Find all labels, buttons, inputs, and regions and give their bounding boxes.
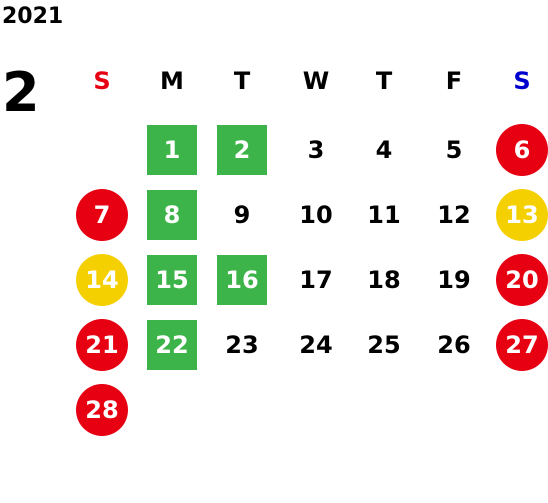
day-cell-18[interactable]: 18 xyxy=(367,266,401,294)
day-cell-25[interactable]: 25 xyxy=(367,331,401,359)
day-cell-12[interactable]: 12 xyxy=(437,201,471,229)
day-cell-17[interactable]: 17 xyxy=(299,266,333,294)
day-cell-1[interactable]: 1 xyxy=(147,125,197,175)
day-cell-7[interactable]: 7 xyxy=(76,189,128,241)
day-cell-2[interactable]: 2 xyxy=(217,125,267,175)
day-cell-22[interactable]: 22 xyxy=(147,320,197,370)
day-cell-20[interactable]: 20 xyxy=(496,254,548,306)
weekday-fri: F xyxy=(445,67,463,95)
weekday-sat: S xyxy=(513,67,531,95)
calendar-year: 2021 xyxy=(2,4,64,29)
day-cell-26[interactable]: 26 xyxy=(437,331,471,359)
day-cell-21[interactable]: 21 xyxy=(76,319,128,371)
day-cell-14[interactable]: 14 xyxy=(76,254,128,306)
day-cell-19[interactable]: 19 xyxy=(437,266,471,294)
day-cell-3[interactable]: 3 xyxy=(307,136,325,164)
day-cell-11[interactable]: 11 xyxy=(367,201,401,229)
weekday-mon: M xyxy=(160,67,184,95)
day-cell-28[interactable]: 28 xyxy=(76,384,128,436)
weekday-sun: S xyxy=(93,67,111,95)
day-cell-8[interactable]: 8 xyxy=(147,190,197,240)
day-cell-13[interactable]: 13 xyxy=(496,189,548,241)
weekday-thu: T xyxy=(375,67,393,95)
weekday-tue: T xyxy=(233,67,251,95)
weekday-wed: W xyxy=(302,67,330,95)
day-cell-10[interactable]: 10 xyxy=(299,201,333,229)
day-cell-15[interactable]: 15 xyxy=(147,255,197,305)
day-cell-27[interactable]: 27 xyxy=(496,319,548,371)
day-cell-24[interactable]: 24 xyxy=(299,331,333,359)
day-cell-6[interactable]: 6 xyxy=(496,124,548,176)
day-cell-4[interactable]: 4 xyxy=(375,136,393,164)
day-cell-9[interactable]: 9 xyxy=(233,201,251,229)
day-cell-23[interactable]: 23 xyxy=(225,331,259,359)
day-cell-5[interactable]: 5 xyxy=(445,136,463,164)
calendar-month: 2 xyxy=(2,61,40,124)
day-cell-16[interactable]: 16 xyxy=(217,255,267,305)
